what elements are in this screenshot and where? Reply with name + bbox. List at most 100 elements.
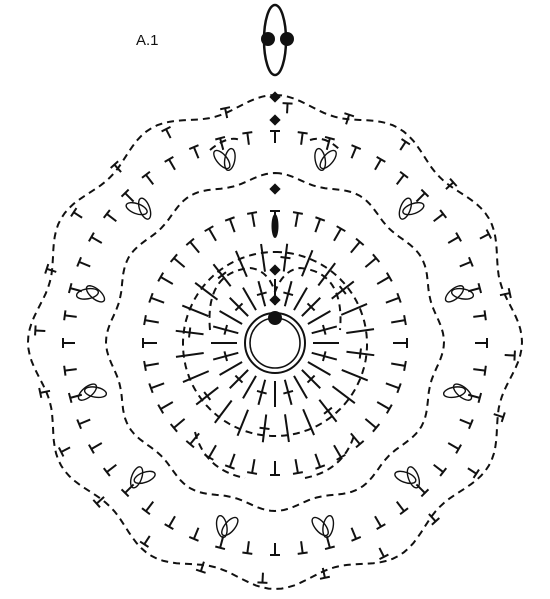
stitch-outer-4-cap	[376, 156, 386, 163]
stitch-edge-36-cap	[34, 325, 37, 336]
stitch-outer-27	[192, 527, 200, 540]
stitch-hdc-25	[150, 382, 165, 390]
treble-marker	[271, 214, 279, 238]
stitch-hdc-3	[333, 228, 342, 242]
picot-loop-pair-1	[402, 201, 425, 216]
picot-loop-pair-6	[221, 516, 239, 537]
stitch-hdc-35	[251, 212, 256, 227]
stitch-hdc-24	[160, 401, 174, 410]
stitch-edge-4	[399, 141, 407, 151]
stitch-inner-15-bar	[234, 374, 244, 384]
stitch-outer-17-cap	[439, 467, 448, 477]
chain-arc-upper-right	[309, 137, 341, 151]
stitch-inner-2	[293, 287, 308, 311]
stitch-second-18-bar	[188, 327, 192, 338]
stitch-inner-16	[219, 361, 243, 376]
slip-stitch-marker-4	[269, 294, 281, 306]
picot-loop-7	[129, 466, 144, 489]
stitch-outer-39-cap	[76, 256, 82, 267]
picot-loop-pair-0	[319, 149, 337, 170]
stitch-second-12-bar	[259, 426, 270, 430]
picot-loop-pair-9	[85, 285, 106, 303]
stitch-outer-46	[219, 137, 225, 151]
stitch-hdc-31	[173, 257, 186, 268]
stitch-hdc-16-cap	[315, 464, 326, 470]
chain-arc-lower-right	[304, 431, 356, 479]
stitch-edge-44	[165, 128, 172, 139]
stitch-inner-19-bar	[223, 324, 228, 335]
stitch-outer-6-cap	[420, 188, 430, 198]
stitch-hdc-23-cap	[169, 423, 178, 433]
stitch-edge-14-cap	[500, 412, 506, 423]
stitch-edge-38-cap	[44, 263, 50, 274]
stitch-outer-28	[168, 515, 176, 528]
stitch-outer-41-cap	[102, 209, 111, 219]
stitch-hdc-32	[189, 241, 200, 254]
stitch-second-3-bar	[338, 285, 347, 295]
stitch-hdc-30	[160, 276, 174, 285]
stitch-second-9-bar	[323, 406, 333, 415]
stitch-outer-10-cap	[477, 283, 483, 294]
stitch-outer-42-cap	[120, 188, 130, 198]
chart-title: A.1	[136, 32, 159, 49]
stitch-outer-2-cap	[324, 135, 335, 141]
stitch-hdc-12	[376, 401, 390, 410]
stitch-inner-17-bar	[223, 351, 228, 362]
stitch-edge-36	[35, 329, 46, 332]
hanging-loop-group	[261, 3, 294, 77]
stitch-edge-4-cap	[400, 138, 411, 146]
stitch-outer-44	[168, 158, 176, 171]
picot-loop-pair-11	[223, 147, 236, 172]
stitch-hdc-13	[364, 418, 377, 429]
stitch-outer-23-cap	[297, 551, 308, 555]
stitch-edge-22-cap	[319, 575, 330, 580]
stitch-hdc-6-cap	[385, 272, 393, 282]
stitch-outer-21	[350, 527, 358, 540]
picot-loop-11	[213, 149, 231, 170]
stitch-hdc-34	[228, 218, 236, 233]
stitch-inner-11-bar	[283, 390, 294, 395]
stitch-edge-44-cap	[161, 125, 171, 133]
stitch-outer-11-cap	[483, 310, 487, 321]
stitch-edge-2	[345, 114, 351, 125]
picot-loop-pair-10	[137, 197, 152, 220]
stitch-hdc-5	[364, 257, 377, 268]
stitch-outer-15-cap	[468, 419, 474, 430]
stitch-outer-4	[374, 158, 382, 171]
stitch-edge-6-cap	[449, 178, 458, 187]
stitch-hdc-35-cap	[246, 211, 258, 215]
picot-loop-pair-2	[450, 287, 475, 300]
stitch-inner-22	[242, 287, 257, 311]
stitch-outer-23	[300, 541, 304, 554]
stitch-second-5	[346, 328, 375, 334]
stitch-hdc-26	[144, 362, 159, 367]
stitch-second-7	[341, 369, 369, 382]
stitch-edge-26-cap	[195, 568, 206, 574]
stitch-hdc-22	[189, 432, 200, 445]
stitch-outer-34-cap	[67, 392, 73, 403]
stitch-hdc-31-cap	[169, 253, 178, 263]
stitch-outer-5	[395, 174, 405, 185]
stitch-hdc-22-cap	[185, 440, 195, 449]
stitch-outer-32-cap	[88, 444, 95, 454]
stitch-outer-31	[106, 463, 117, 473]
stitch-outer-1-cap	[297, 131, 308, 135]
stitch-outer-25-cap	[242, 551, 253, 555]
stitch-edge-42-cap	[110, 160, 119, 169]
stitch-edge-16	[467, 467, 477, 475]
stitch-outer-3-cap	[351, 144, 362, 150]
stitch-edge-0-cap	[282, 102, 293, 105]
stitch-outer-14-cap	[477, 392, 483, 403]
stitch-outer-1	[300, 132, 304, 145]
stitch-outer-18	[415, 483, 426, 494]
stitch-hdc-30-cap	[157, 272, 165, 282]
picot-loops	[75, 147, 475, 539]
stitch-edge-10	[499, 292, 510, 297]
stitch-hdc-2	[314, 218, 322, 233]
stitch-inner-7-bar	[322, 351, 327, 362]
stitch-second-17	[175, 352, 204, 358]
stitch-hdc-10	[391, 362, 406, 367]
stitch-second-6-bar	[358, 348, 362, 359]
stitch-hdc-26-cap	[143, 360, 147, 372]
stitch-outer-22	[325, 535, 331, 549]
